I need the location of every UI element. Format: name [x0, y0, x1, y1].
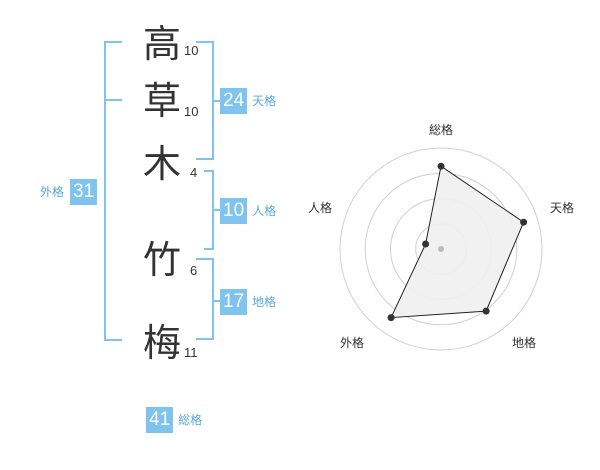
jinkaku-value: 10 [220, 198, 248, 224]
stroke-count-2: 10 [184, 104, 199, 119]
tenkaku-bracket [196, 41, 214, 160]
fortune-radar-chart: 総格 天格 地格 外格 人格 [308, 122, 574, 351]
gaikaku-tick [104, 99, 122, 101]
stroke-count-4: 6 [190, 263, 198, 278]
radar-axis-label-2: 地格 [512, 335, 536, 350]
radar-axis-label-0: 総格 [429, 122, 453, 137]
chikaku-label: 地格 [252, 295, 277, 309]
stroke-count-1: 10 [184, 43, 199, 58]
tenkaku-value: 24 [220, 88, 248, 114]
name-char-4: 竹 [142, 238, 181, 282]
jinkaku-bracket [204, 170, 214, 250]
radar-area [390, 165, 525, 319]
name-char-2: 草 [142, 79, 181, 123]
radar-center-dot [438, 246, 444, 252]
radar-points [387, 162, 528, 322]
stroke-count-5: 11 [184, 345, 198, 360]
jinkaku-label: 人格 [252, 204, 277, 218]
radar-axis-label-1: 天格 [550, 200, 574, 215]
jinkaku-tick [214, 209, 220, 211]
radar-axis-label-4: 人格 [308, 200, 332, 215]
soukaku-badge: 41 総格 [146, 407, 202, 433]
radar-point [437, 162, 445, 170]
chikaku-bracket [196, 258, 214, 340]
name-char-1: 高 [142, 22, 181, 66]
name-char-5: 梅 [142, 321, 181, 365]
soukaku-value: 41 [146, 407, 174, 433]
soukaku-label: 総格 [178, 413, 203, 427]
radar-ring [339, 147, 543, 351]
radar-point [387, 314, 395, 322]
tenkaku-tick [214, 100, 220, 102]
radar-point [482, 307, 490, 315]
stroke-count-3: 4 [190, 165, 198, 180]
name-char-3: 木 [142, 142, 181, 186]
tenkaku-badge: 24 天格 [220, 88, 276, 114]
gaikaku-value: 31 [70, 179, 98, 205]
gaikaku-badge: 外格 31 [40, 179, 98, 205]
tenkaku-label: 天格 [252, 94, 277, 108]
gaikaku-bracket [104, 41, 122, 341]
radar-point [520, 218, 528, 226]
radar-axis-label-3: 外格 [340, 335, 364, 350]
chikaku-badge: 17 地格 [220, 289, 276, 315]
chikaku-value: 17 [220, 289, 248, 315]
gaikaku-label: 外格 [40, 185, 65, 199]
jinkaku-badge: 10 人格 [220, 198, 276, 224]
radar-point [422, 240, 430, 248]
chikaku-tick [214, 300, 220, 302]
